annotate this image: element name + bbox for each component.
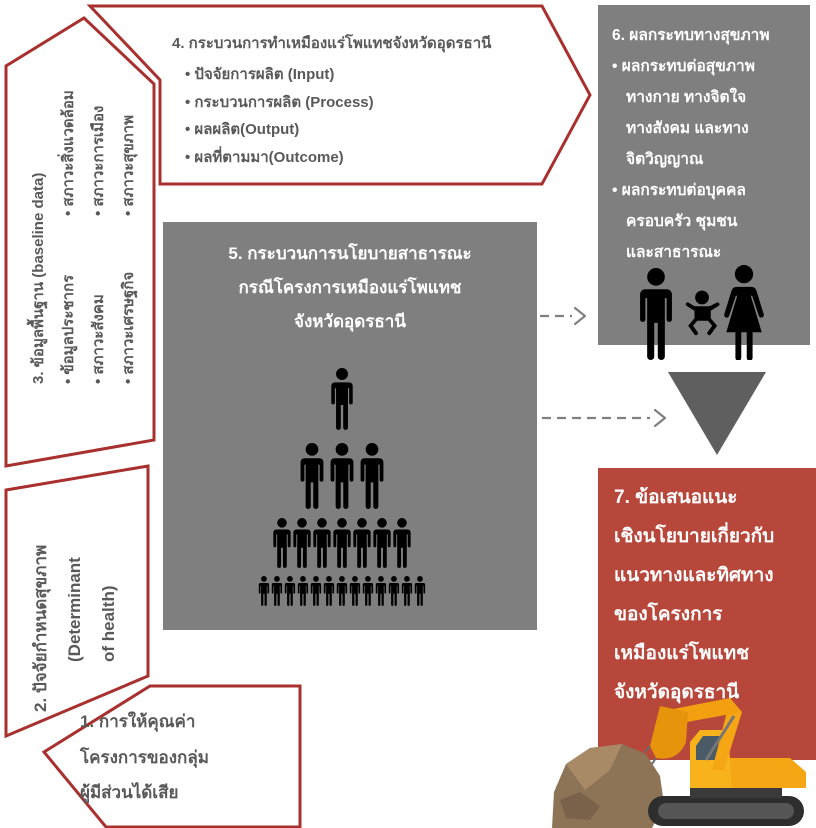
box6-text: 6. ผลกระทบทางสุขภาพ • ผลกระทบต่อสุขภาพ ท… [612,20,770,268]
list-item-line: ครอบครัว ชุมชน [626,213,738,230]
list-item-line: • ผลกระทบต่อบุคคล [612,182,746,199]
box2-text: 2. ปัจจัยกำหนดสุขภาพ (Determinant of hea… [24,472,126,712]
list-item: • ผลที่ตามมา(Outcome) [185,148,344,166]
list-item-line: และสาธารณะ [626,244,722,261]
box7-line: ของโครงการ [614,604,723,625]
box2-line: of health) [99,585,118,663]
box1-text: 1. การให้คุณค่า โครงการของกลุ่ม ผู้มีส่ว… [80,704,209,811]
box2-title: 2. ปัจจัยกำหนดสุขภาพ [31,544,50,712]
list-item: • สภาวะสิ่งแวดล้อม [60,90,77,216]
box2-outline [4,464,150,739]
box1-line: ผู้มีส่วนได้เสีย [80,783,179,802]
down-triangle-icon [668,372,766,455]
box3-row: • สภาวะเศรษฐกิจ • สภาวะสุขภาพ [114,84,144,384]
list-item: • ผลกระทบต่อบุคคล ครอบครัว ชุมชน และสาธา… [612,175,770,268]
box1-line: โครงการของกลุ่ม [80,747,209,767]
list-item-line: จิตวิญญาณ [626,151,704,168]
box1-line: 1. การให้คุณค่า [80,712,196,731]
box4-title: 4. กระบวนการทำเหมืองแร่โพแทชจังหวัดอุดรธ… [172,35,492,52]
box4-outline [86,4,592,186]
box7-line: เหมืองแร่โพแทช [614,643,750,664]
box5-line: จังหวัดอุดรธานี [294,312,406,331]
box3-row: • สภาวะสังคม • สภาวะการเมือง [84,84,114,384]
excavator-icon [552,698,806,828]
list-item: • ปัจจัยการผลิต (Input) [185,66,335,83]
list-item: • สภาวะสุขภาพ [120,115,137,216]
box4-text: 4. กระบวนการทำเหมืองแร่โพแทชจังหวัดอุดรธ… [172,30,491,171]
list-item-line: ทางกาย ทางจิตใจ [626,89,747,106]
box3-title: 3. ข้อมูลพื้นฐาน (baseline data) [30,172,47,384]
box5-line: กรณีโครงการเหมืองแร่โพแทช [238,278,462,297]
list-item: • สภาวะการเมือง [90,105,107,216]
list-item: • สภาวะเศรษฐกิจ [120,271,137,384]
box5-title: 5. กระบวนการนโยบายสาธารณะ [228,244,472,263]
box7-line: จังหวัดอุดรธานี [614,682,740,703]
box1-outline [41,684,302,828]
box7-line: แนวทางและทิศทาง [614,565,774,586]
box3-text: 3. ข้อมูลพื้นฐาน (baseline data) • ข้อมู… [24,84,144,384]
box5-panel [163,222,537,630]
box3-row: • ข้อมูลประชากร • สภาวะสิ่งแวดล้อม [54,84,84,384]
list-item: • กระบวนการผลิต (Process) [185,93,374,111]
list-item-line: ทางสังคม และทาง [626,120,749,137]
list-item: • สภาวะสังคม [90,294,107,384]
box7-line: เชิงนโยบายเกี่ยวกับ [614,526,775,547]
box7-title: 7. ข้อเสนอแนะ [614,487,738,508]
list-item: • ผลผลิต(Output) [185,121,300,139]
box4-list: • ปัจจัยการผลิต (Input) • กระบวนการผลิต … [172,61,491,171]
box6-panel [598,5,810,345]
dashed-arrow-icon [540,306,587,326]
box7-text: 7. ข้อเสนอแนะ เชิงนโยบายเกี่ยวกับ แนวทาง… [614,478,774,712]
list-item-line: • ผลกระทบต่อสุขภาพ [612,58,755,75]
box2-line: (Determinant [65,557,84,662]
box3-outline [4,16,156,468]
box5-text: 5. กระบวนการนโยบายสาธารณะ กรณีโครงการเหม… [163,237,537,339]
list-item: • ข้อมูลประชากร [60,274,77,384]
list-item: • ผลกระทบต่อสุขภาพ ทางกาย ทางจิตใจ ทางสั… [612,51,770,175]
dashed-arrow-icon [542,408,667,428]
box6-title: 6. ผลกระทบทางสุขภาพ [612,27,770,44]
